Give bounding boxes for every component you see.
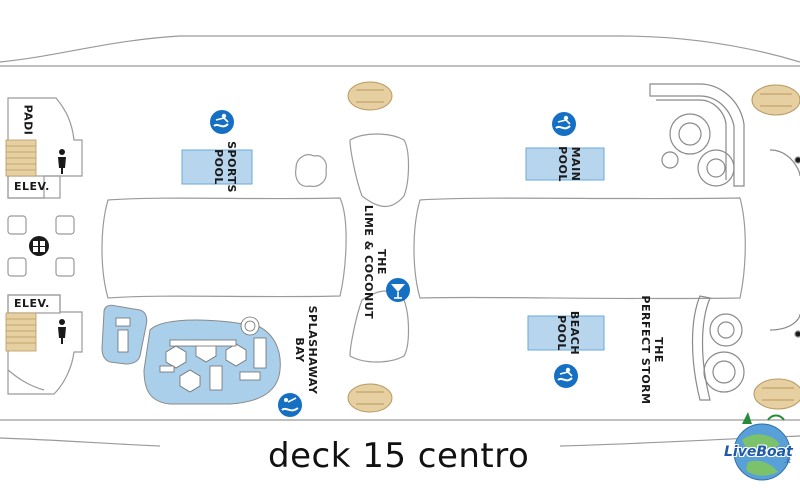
- cocktail-icon: [386, 278, 410, 302]
- water-play-icon: [278, 393, 302, 417]
- sports-pool: [181, 149, 253, 185]
- splashaway-bay-label: SPLASHAWAY BAY: [293, 305, 319, 395]
- pool-icon: [210, 110, 234, 134]
- main-pool: [525, 147, 605, 181]
- pool-icon: [552, 112, 576, 136]
- sports-pool-label: SPORTS POOL: [212, 141, 238, 193]
- beach-pool: [527, 315, 605, 351]
- liveboat-logo-suffix: .it: [784, 457, 791, 465]
- accessibility-icon: [29, 236, 49, 256]
- restroom-icon: [58, 149, 66, 174]
- beach-pool-label: BEACH POOL: [555, 310, 581, 356]
- main-pool-label: MAIN POOL: [556, 146, 582, 182]
- open-deck-areas: [101, 197, 746, 300]
- stairs: [5, 139, 37, 352]
- elevator-label-top: ELEV.: [14, 180, 50, 193]
- restroom-icon: [58, 319, 66, 344]
- liveboat-logo-text: LiveBoat: [724, 444, 793, 460]
- perfect-storm-slides: [649, 83, 800, 401]
- liveboat-logo-graphic: [733, 412, 791, 481]
- splashaway-bay: [101, 304, 281, 405]
- padi-label: PADI: [21, 104, 35, 136]
- lime-coconut-label: THE LIME & COCONUT: [362, 204, 388, 320]
- hull-outline: [0, 35, 800, 447]
- elevator-label-bottom: ELEV.: [14, 297, 50, 310]
- pool-icon: [554, 364, 578, 388]
- deck-caption: deck 15 centro: [268, 436, 530, 476]
- perfect-storm-label: THE PERFECT STORM: [639, 295, 665, 405]
- loungers: [347, 81, 800, 413]
